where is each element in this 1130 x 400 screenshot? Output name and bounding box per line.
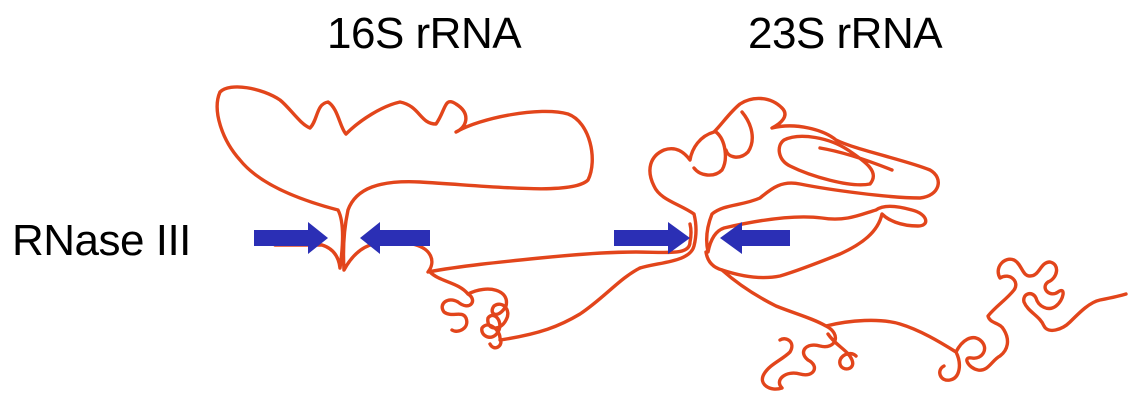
rnase-arrow-16s-left bbox=[254, 222, 328, 254]
rnase-arrow-23s-right bbox=[720, 222, 790, 254]
rna-23s-tail bbox=[720, 257, 1128, 391]
rnase-arrow-16s-right bbox=[360, 222, 430, 254]
rna-spacer bbox=[498, 266, 642, 342]
label-16s-rrna: 16S rRNA bbox=[327, 9, 522, 58]
rna-23s-lobes bbox=[692, 110, 894, 187]
rna-23s-loop bbox=[638, 96, 940, 280]
label-23s-rrna: 23S rRNA bbox=[748, 9, 943, 58]
rna-16s-loop bbox=[215, 85, 693, 274]
rna-16s-tail bbox=[428, 270, 510, 350]
rnase-arrow-23s-left bbox=[614, 222, 690, 254]
label-rnase-iii: RNase III bbox=[12, 216, 191, 265]
